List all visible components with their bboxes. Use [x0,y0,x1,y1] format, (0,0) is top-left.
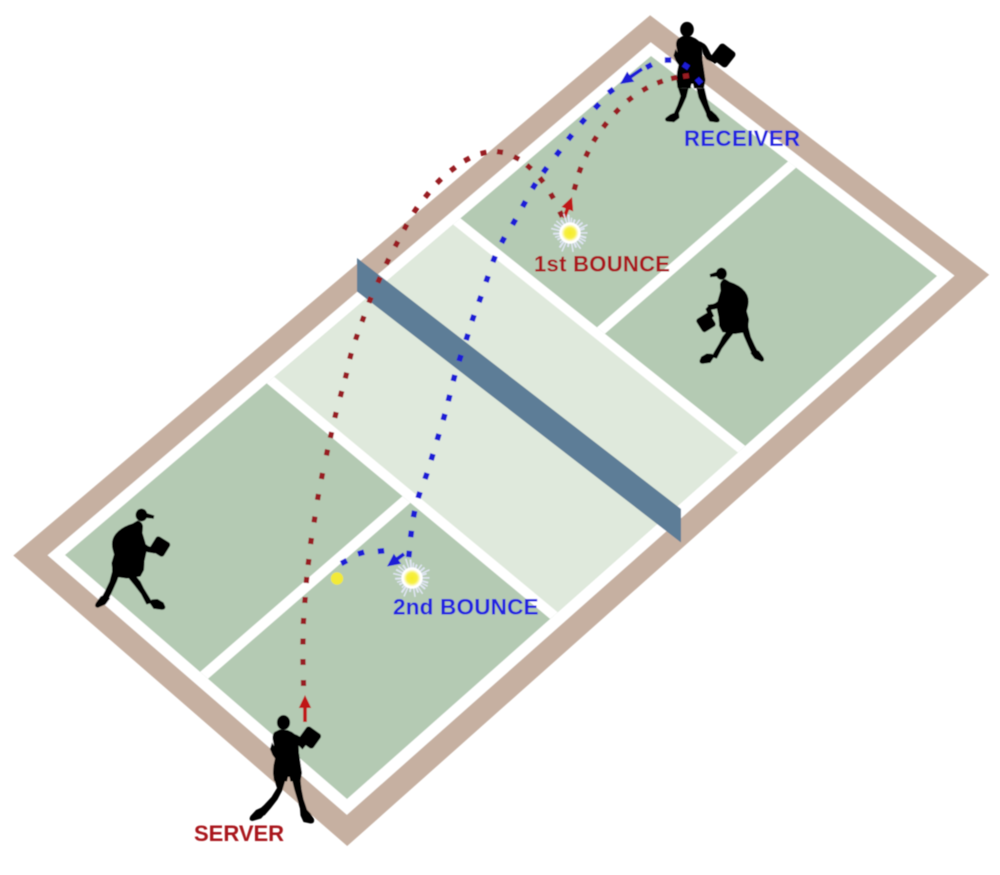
svg-text:1st BOUNCE: 1st BOUNCE [534,252,670,277]
svg-text:2nd BOUNCE: 2nd BOUNCE [393,595,539,620]
svg-text:SERVER: SERVER [194,821,284,846]
svg-text:RECEIVER: RECEIVER [684,126,800,151]
